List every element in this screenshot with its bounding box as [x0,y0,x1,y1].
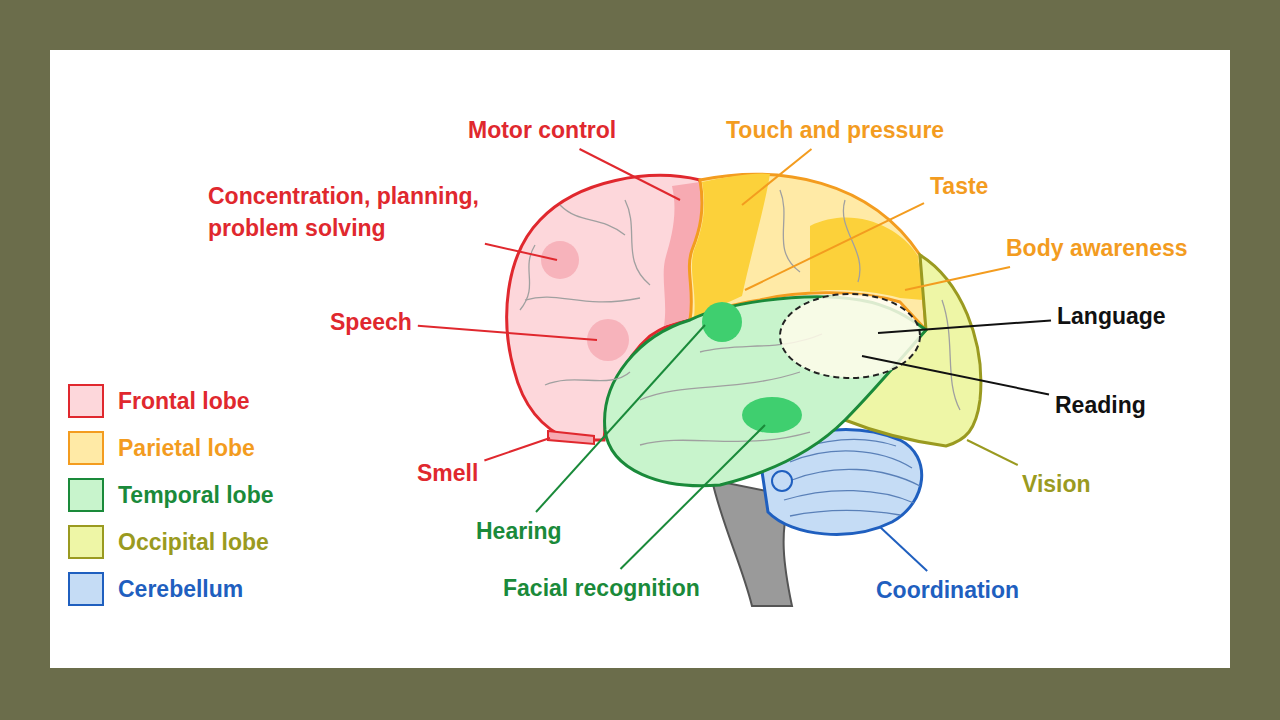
leader-line [745,203,924,290]
legend-row: Parietal lobe [68,430,255,466]
callout-label: Speech [330,309,412,335]
legend-swatch [68,572,104,606]
callout-label: Reading [1055,392,1146,418]
callout-label: Motor control [468,117,616,143]
leader-line [484,438,550,460]
callout-label: Body awareness [1006,235,1188,261]
leader-line [536,325,705,512]
callout-label: Coordination [876,577,1019,603]
leader-line [862,356,1049,394]
legend-row: Occipital lobe [68,524,269,560]
callout-label: Touch and pressure [726,117,944,143]
callout-label: Language [1057,303,1166,329]
callout-label: Smell [417,460,478,486]
touch-area [692,173,770,318]
leader-line [485,244,557,260]
legend-swatch [68,384,104,418]
cerebellum-node [772,471,792,491]
callout-label: Vision [1022,471,1091,497]
legend-label: Temporal lobe [118,482,274,509]
leader-line [580,149,680,200]
gyri [520,190,960,445]
hearing-area [702,302,742,342]
leader-line [878,320,1051,333]
leader-line [905,267,1010,290]
callout-label: Concentration, planning, problem solving [208,180,548,244]
face-area [742,397,802,433]
legend-row: Temporal lobe [68,477,274,513]
legend-label: Occipital lobe [118,529,269,556]
legend-swatch [68,525,104,559]
leader-line [620,425,765,569]
legend-row: Frontal lobe [68,383,250,419]
leader-line [967,440,1018,465]
leader-line [880,527,927,571]
planning-area [541,241,579,279]
legend-label: Frontal lobe [118,388,250,415]
legend-row: Cerebellum [68,571,243,607]
leader-line [742,149,811,205]
smell-tab [548,431,594,444]
language-region [780,294,920,378]
legend-label: Parietal lobe [118,435,255,462]
callout-label: Hearing [476,518,562,544]
callout-label: Facial recognition [503,575,700,601]
legend-label: Cerebellum [118,576,243,603]
leader-line [418,326,597,340]
callout-label: Taste [930,173,988,199]
legend-swatch [68,478,104,512]
legend-swatch [68,431,104,465]
